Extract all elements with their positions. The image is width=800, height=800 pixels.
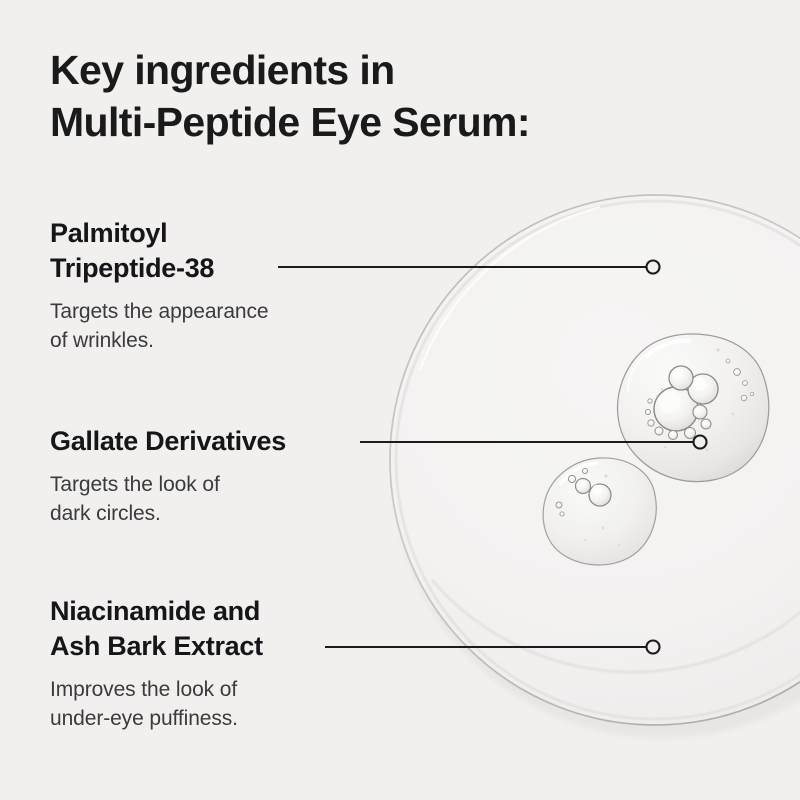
page-title: Key ingredients in Multi-Peptide Eye Ser… — [50, 47, 531, 145]
ingredient-description: Targets the appearance of wrinkles. — [50, 300, 269, 352]
ingredient-description: Targets the look of dark circles. — [50, 473, 220, 525]
ingredient-item-3: Niacinamide and Ash Bark Extract Improve… — [50, 594, 380, 733]
ingredient-name: Niacinamide and Ash Bark Extract — [50, 596, 263, 661]
ingredient-description: Improves the look of under-eye puffiness… — [50, 678, 238, 730]
serum-droplet-lower — [542, 457, 657, 566]
ingredient-item-1: Palmitoyl Tripeptide-38 Targets the appe… — [50, 216, 380, 355]
serum-droplet-upper — [616, 333, 770, 483]
ingredient-name: Palmitoyl Tripeptide-38 — [50, 218, 215, 283]
ingredient-item-2: Gallate Derivatives Targets the look of … — [50, 424, 380, 528]
ingredient-name: Gallate Derivatives — [50, 426, 286, 456]
